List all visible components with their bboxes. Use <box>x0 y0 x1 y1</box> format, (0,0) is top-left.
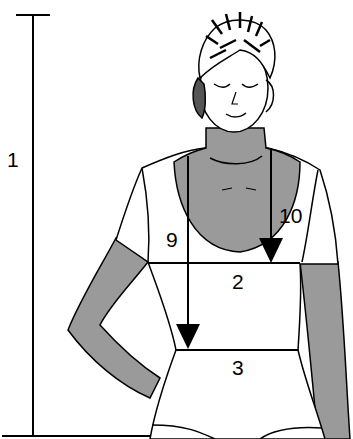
callout-number: 2 <box>232 271 244 292</box>
sleeve-seam <box>302 170 318 262</box>
neck-chest <box>174 128 300 252</box>
measure-arrow <box>187 156 189 326</box>
callout-number: 1 <box>7 149 19 170</box>
neckline <box>210 156 262 164</box>
mouth <box>226 113 246 117</box>
hair-strands <box>206 12 270 58</box>
callout-number: 10 <box>279 205 302 226</box>
arrow-head <box>176 324 200 349</box>
ear <box>266 80 274 112</box>
left-arm <box>68 238 160 398</box>
sleeve-seam <box>142 168 149 262</box>
bust-line <box>148 262 300 264</box>
waist-line <box>176 349 298 351</box>
ear-hair <box>193 78 205 118</box>
leg-line <box>152 425 215 439</box>
callout-number: 3 <box>232 357 244 378</box>
bodysuit <box>150 350 325 439</box>
measure-arrow <box>270 148 272 240</box>
closed-eyes <box>214 84 258 87</box>
nose <box>232 92 238 104</box>
hair <box>199 20 275 78</box>
leg-line <box>260 428 322 439</box>
height-line <box>32 15 34 437</box>
callout-number: 9 <box>166 229 178 250</box>
collarbone <box>222 188 256 190</box>
height-tick <box>16 14 50 16</box>
arrow-head <box>259 238 283 263</box>
